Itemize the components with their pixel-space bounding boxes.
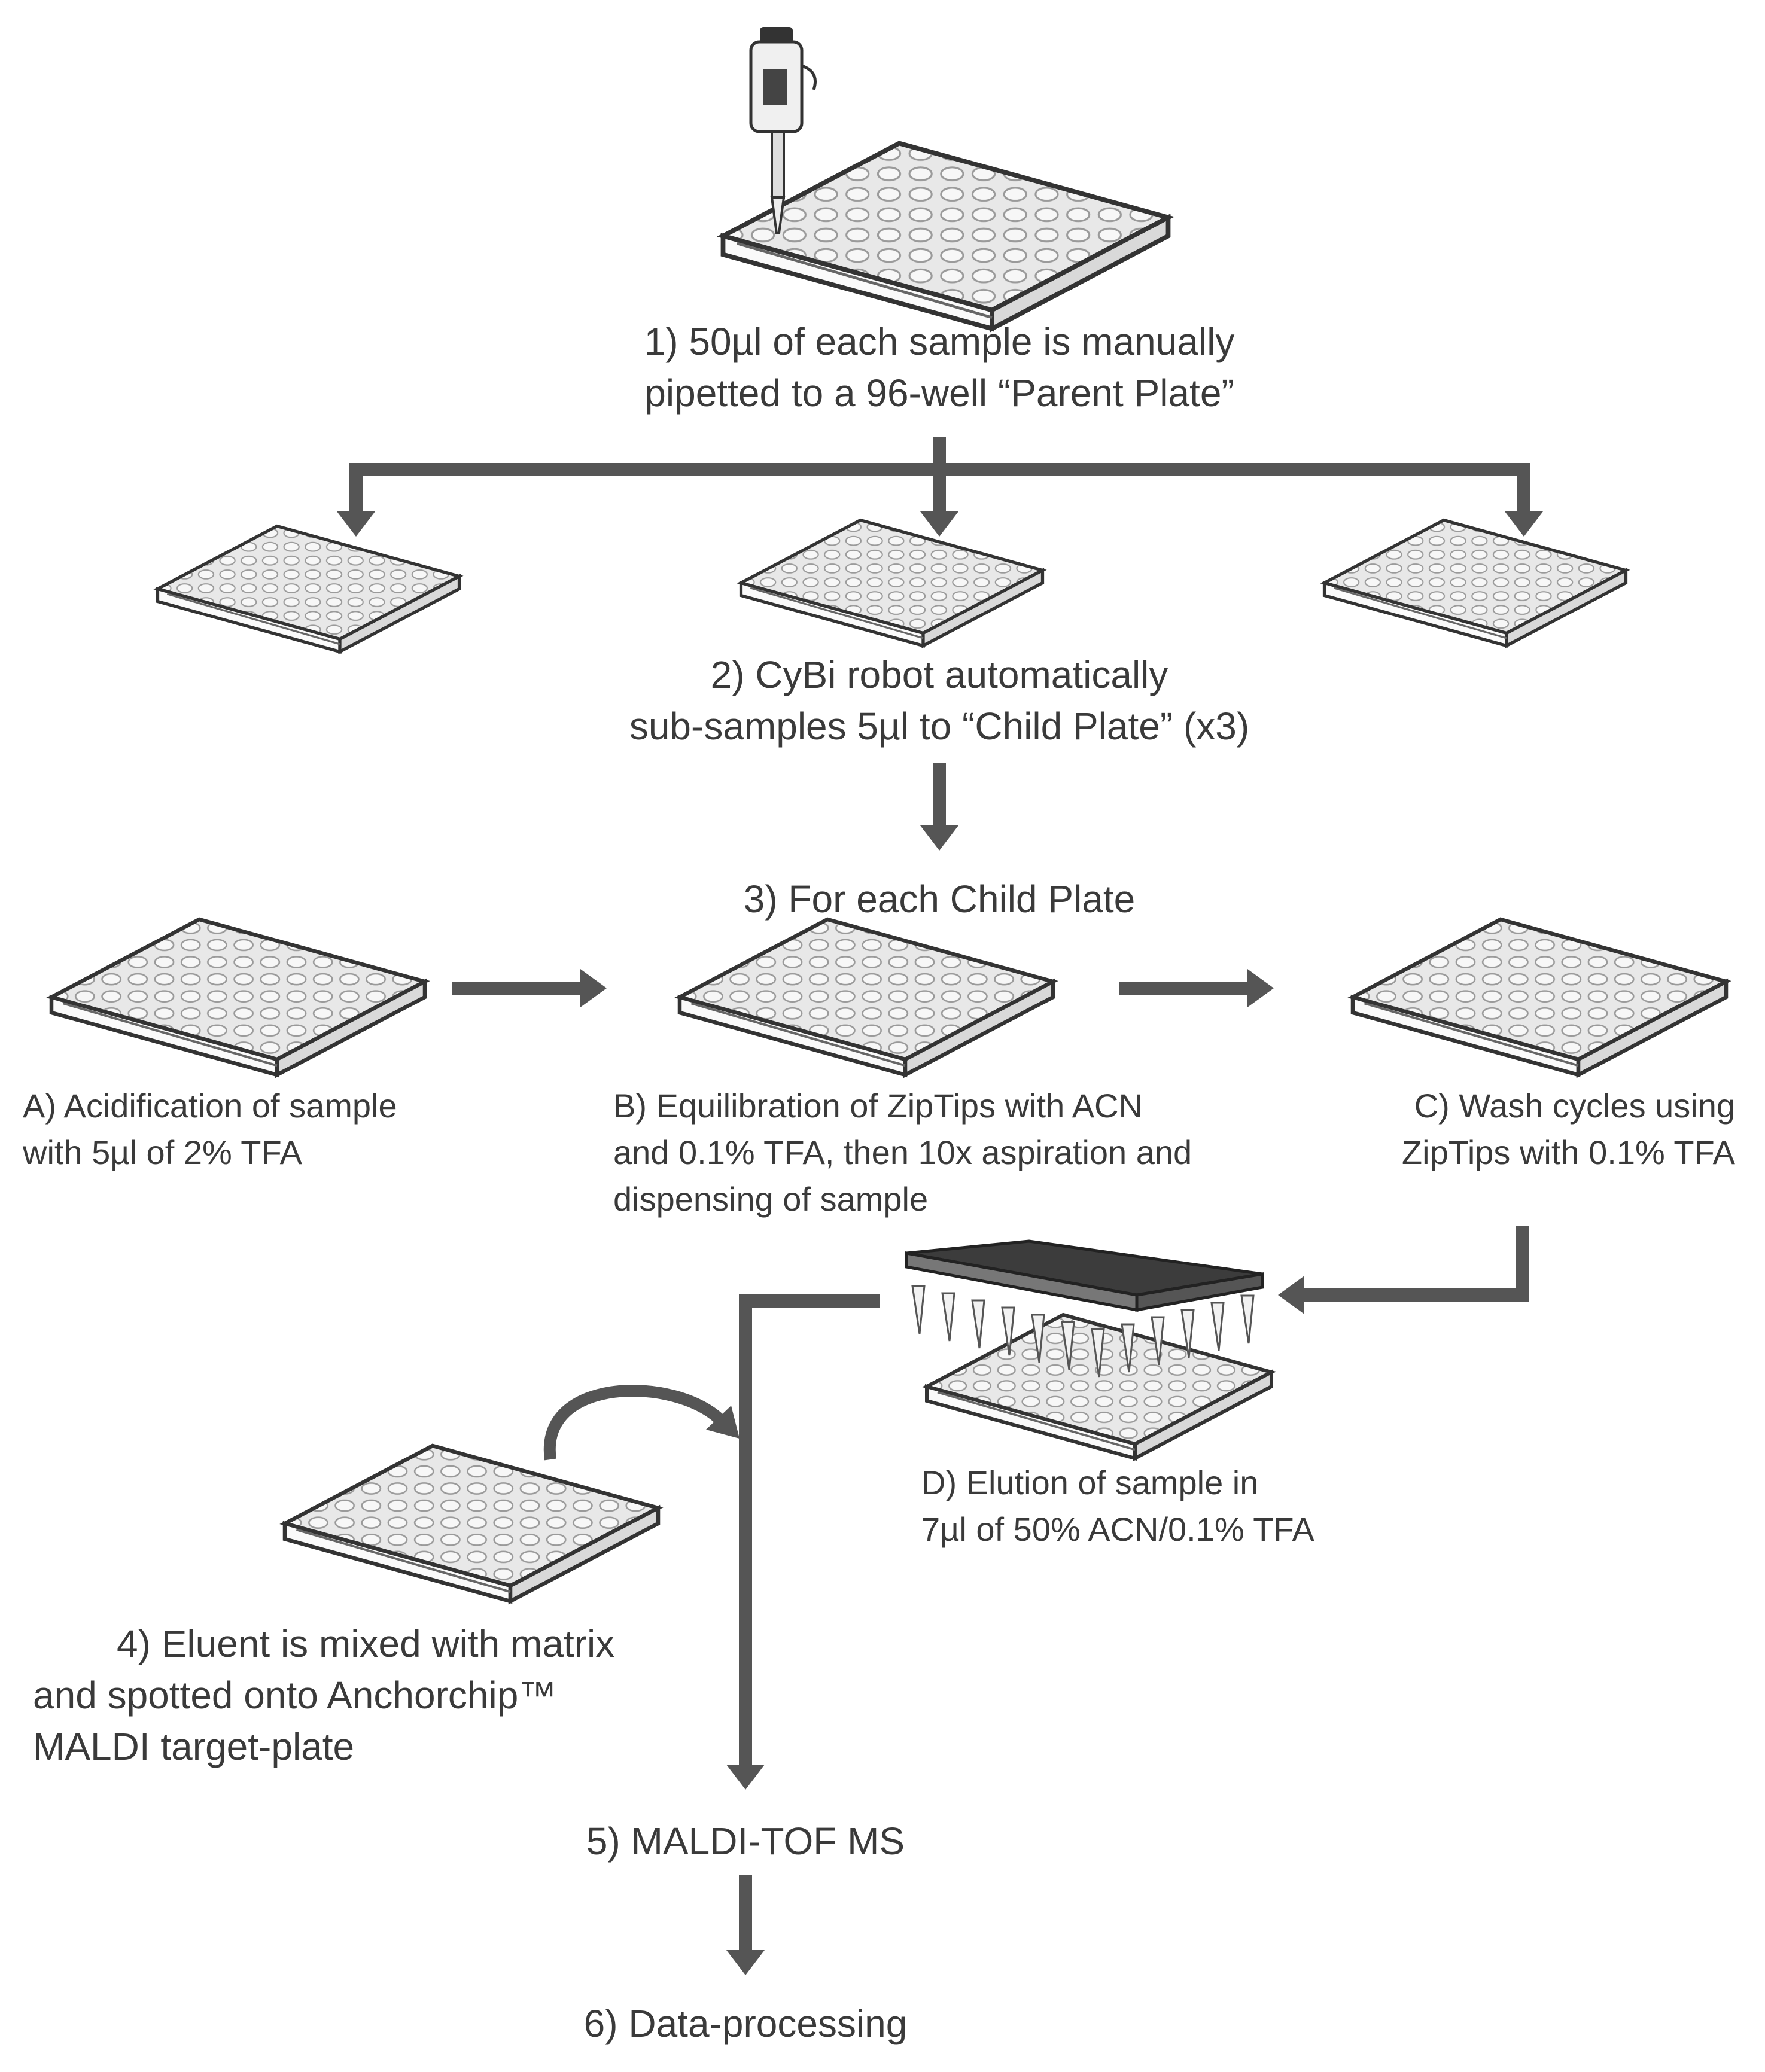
arrow-c-to-d (1304, 1226, 1529, 1302)
step3-line1: 3) For each Child Plate (743, 877, 1136, 921)
step5-label: 5) MALDI-TOF MS (506, 1815, 985, 1867)
parent-plate (723, 144, 1168, 329)
step5-line1: 5) MALDI-TOF MS (586, 1820, 905, 1863)
child-plate (1325, 520, 1626, 646)
child-plate (158, 526, 459, 652)
substep-b-label: B) Equilibration of ZipTips with ACN and… (613, 1083, 1192, 1223)
arrowhead (726, 1950, 765, 1975)
arrowhead (706, 1406, 740, 1439)
step6-line1: 6) Data-processing (583, 2002, 908, 2045)
substep-c-line2: ZipTips with 0.1% TFA (1401, 1133, 1735, 1171)
step1-label: 1) 50µl of each sample is manually pipet… (538, 316, 1340, 419)
substep-a-label: A) Acidification of sample with 5µl of 2… (23, 1083, 397, 1176)
step4-line2: and spotted onto Anchorchip™ (33, 1674, 557, 1717)
pipette-icon (749, 27, 817, 234)
plate-step-b (680, 919, 1053, 1075)
arrowhead (580, 969, 607, 1007)
substep-b-line2: and 0.1% TFA, then 10x aspiration and (613, 1133, 1192, 1171)
arrowhead (337, 511, 375, 537)
step1-line1: 1) 50µl of each sample is manually (644, 320, 1235, 363)
substep-c-line1: C) Wash cycles using (1414, 1087, 1735, 1125)
branch-arrows (349, 437, 1530, 511)
substep-a-line2: with 5µl of 2% TFA (23, 1133, 302, 1171)
arrowhead (726, 1765, 765, 1790)
substep-b-line3: dispensing of sample (613, 1180, 929, 1218)
arrowhead (1278, 1276, 1304, 1314)
step2-label: 2) CyBi robot automatically sub-samples … (538, 649, 1340, 752)
step4-line3: MALDI target-plate (33, 1725, 355, 1768)
step2-line1: 2) CyBi robot automatically (710, 653, 1168, 696)
arrowhead (1247, 969, 1274, 1007)
arrowhead (920, 511, 958, 537)
step4-label: 4) Eluent is mixed with matrix and spott… (33, 1618, 614, 1772)
substep-b-line1: B) Equilibration of ZipTips with ACN (613, 1087, 1143, 1125)
plate-step-a (51, 919, 425, 1075)
step6-label: 6) Data-processing (506, 1998, 985, 2049)
substep-d-line2: 7µl of 50% ACN/0.1% TFA (921, 1510, 1314, 1548)
child-plate (741, 520, 1043, 646)
arrow-d-to-5 (739, 1294, 880, 1768)
ziptip-rack-icon (905, 1239, 1264, 1378)
substep-d-line1: D) Elution of sample in (921, 1464, 1259, 1501)
step3-label: 3) For each Child Plate (538, 873, 1340, 925)
substep-c-label: C) Wash cycles using ZipTips with 0.1% T… (1364, 1083, 1735, 1176)
arrowhead (1505, 511, 1543, 537)
step1-line2: pipetted to a 96-well “Parent Plate” (644, 371, 1234, 415)
plate-step-c (1353, 919, 1726, 1075)
step4-line1: 4) Eluent is mixed with matrix (117, 1622, 615, 1665)
substep-a-line1: A) Acidification of sample (23, 1087, 397, 1125)
arrowhead (920, 825, 958, 851)
step2-line2: sub-samples 5µl to “Child Plate” (x3) (629, 705, 1250, 748)
curved-arrow (543, 1385, 726, 1461)
maldi-target-plate (285, 1446, 658, 1601)
substep-d-label: D) Elution of sample in 7µl of 50% ACN/0… (921, 1459, 1314, 1553)
